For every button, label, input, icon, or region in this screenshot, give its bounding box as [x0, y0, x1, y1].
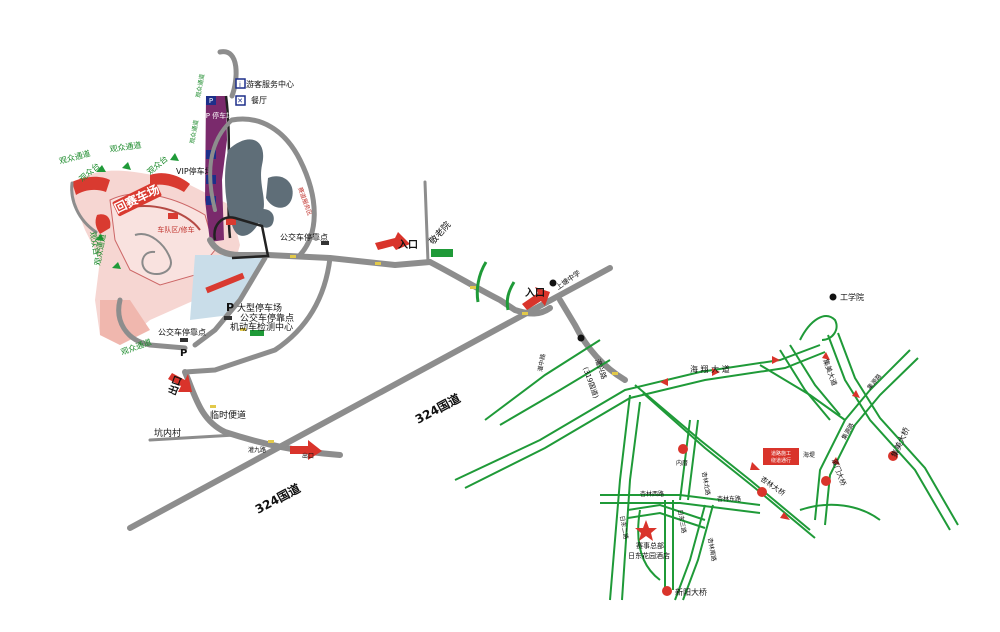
legend-restaurant: 餐厅	[251, 96, 267, 105]
exit-arrow-1	[168, 373, 192, 392]
svg-text:i: i	[239, 81, 241, 89]
guanzhong-road-label: 灌中路	[536, 353, 547, 372]
water-area	[190, 255, 268, 320]
vip-p-icon	[206, 96, 216, 105]
hq-star-icon	[635, 520, 657, 541]
vip-parking-label: VIP 停车场	[199, 111, 233, 120]
elderly-home-marker	[431, 249, 453, 257]
inner-loop-road	[213, 216, 270, 260]
gray-roads	[70, 49, 628, 531]
xinyang-bridge-label: 新阳大桥	[675, 587, 707, 597]
circuit-area: 回赛车场 车队区/修车	[70, 170, 240, 345]
xinyang-bridge-dot	[662, 586, 672, 596]
audience-stand-3	[95, 214, 111, 234]
race-track-badge	[112, 181, 162, 217]
bus-icon-3	[180, 338, 188, 342]
audience-stand-1	[72, 176, 110, 195]
audience-channel-label-2: 观众通道	[109, 140, 142, 154]
bus-icon-2	[224, 316, 232, 320]
exit-label-2: 出口	[302, 452, 314, 460]
info-icon	[235, 78, 246, 89]
audience-stand-2	[150, 173, 190, 192]
landmark-dots	[662, 444, 898, 596]
guanjiu-road-label: 灌九路	[248, 446, 266, 454]
bus-icons	[180, 241, 329, 342]
notice-badge	[763, 448, 799, 465]
audience-arrows	[95, 153, 179, 269]
green-curves	[475, 261, 516, 311]
race-building-marker	[168, 213, 178, 219]
bus-stop-label-3: 公交车停靠点	[158, 327, 206, 337]
direction-arrows	[660, 352, 860, 520]
bus-stop-label-1: 公交车停靠点	[280, 232, 328, 242]
hq-label-2: 日东花园酒店	[628, 551, 670, 560]
hq-label-1: 赛事总部	[636, 541, 664, 550]
entrance-label-2: 入口	[525, 287, 545, 299]
svg-text:P: P	[209, 97, 213, 105]
school-dot	[549, 279, 557, 287]
entrance-arrow-2	[522, 287, 550, 310]
jimei-bridge-dot	[888, 451, 898, 461]
junction-dot	[577, 334, 585, 342]
inspection-center-marker	[250, 330, 264, 336]
red-marker	[226, 217, 236, 225]
legend-visitor-center: 游客服务中心	[246, 79, 294, 89]
neicuo-dot	[678, 444, 688, 454]
bus-icon-1	[321, 241, 329, 245]
xiamen-bridge-dot	[821, 476, 831, 486]
small-parking-p: P	[180, 348, 187, 359]
bus-stop-label-2: 公交车停靠点	[240, 312, 294, 324]
haidi-label: 海堤	[803, 451, 815, 459]
large-parking-label: 大型停车场	[237, 302, 282, 314]
team-repair-label: 车队区/修车	[157, 225, 194, 234]
haixiang-avenue-label: 海 翔 大 道	[690, 364, 730, 374]
entry-exit-arrows	[168, 232, 550, 460]
audience-stand-label-3: 观众台	[88, 231, 102, 256]
notice-text-1: 道路施工	[771, 450, 791, 457]
entrance-label-1: 入口	[398, 239, 418, 251]
inspection-center-label: 机动车检测中心	[230, 321, 293, 333]
entrance-arrow-1	[375, 232, 410, 250]
exit-arrow-2	[290, 440, 322, 460]
vip-parking-side-label: VIP停车场	[176, 166, 213, 176]
temp-road-label: 临时便道	[210, 409, 246, 421]
notice-text-2: 绕道通行	[771, 457, 791, 464]
xinglin-east-label: 杏林东路	[717, 495, 741, 503]
gongxue-label: 工学院	[840, 292, 864, 302]
large-parking-p: P	[226, 301, 234, 314]
svg-text:✕: ✕	[237, 97, 243, 105]
xinglin-west-label: 杏林西路	[640, 490, 664, 498]
gongxue-dot	[829, 293, 837, 301]
restaurant-icon	[235, 95, 246, 106]
neicuo-label: 内厝	[676, 459, 688, 467]
xinglin-bridge-dot	[757, 487, 767, 497]
kengnei-label: 坑内村	[154, 427, 181, 439]
